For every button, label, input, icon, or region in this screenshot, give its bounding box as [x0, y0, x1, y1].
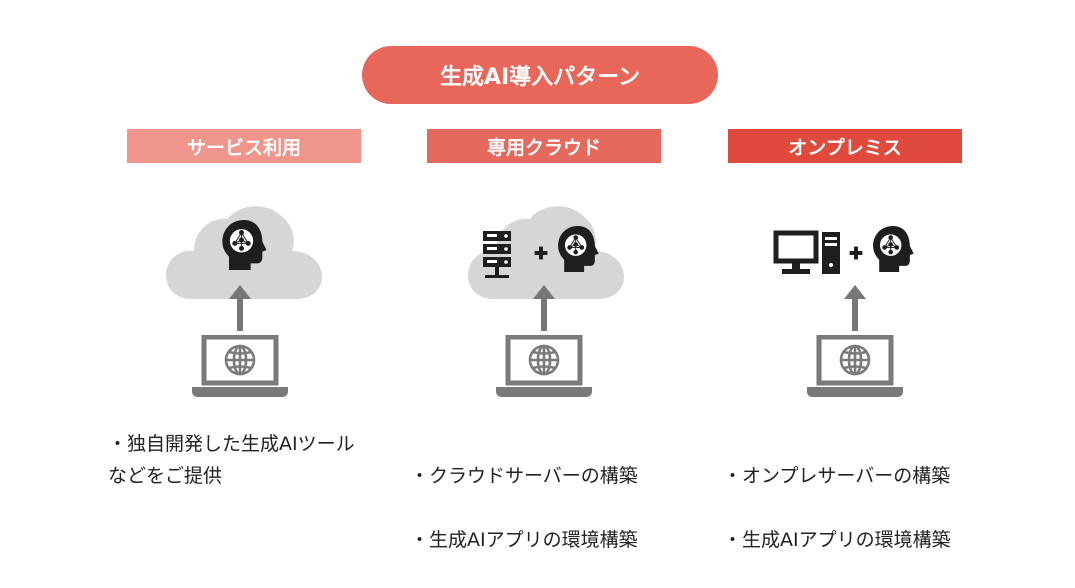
ai-head-icon — [872, 225, 915, 273]
label-dedicated-cloud: 専用クラウド — [427, 129, 661, 163]
bullet-ai-app-env: ・生成AIアプリの環境構築 — [410, 529, 638, 551]
column-service-art — [163, 195, 329, 405]
label-on-premise: オンプレミス — [728, 129, 962, 163]
laptop-globe-icon — [496, 337, 592, 397]
bullet-onprem-server: ・オンプレサーバーの構築 — [723, 465, 951, 487]
on-premise-illustration — [773, 225, 915, 405]
server-icon — [483, 231, 511, 278]
dedicated-cloud-illustration — [468, 206, 624, 405]
column-on-premise-art — [770, 195, 936, 405]
bullet-ai-app-env: ・生成AIアプリの環境構築 — [723, 529, 951, 551]
plus-icon — [849, 246, 863, 260]
laptop-globe-icon — [192, 337, 288, 397]
laptop-globe-icon — [807, 337, 903, 397]
description-service: ・独自開発した生成AIツール などをご提供 — [108, 433, 355, 487]
desktop-pc-icon — [773, 230, 840, 274]
description-dedicated-cloud: ・クラウドサーバーの構築 ・生成AIアプリの環境構築 — [410, 428, 690, 588]
description-on-premise: ・オンプレサーバーの構築 ・生成AIアプリの環境構築 — [723, 428, 1023, 588]
diagram-title: 生成AI導入パターン — [362, 46, 718, 104]
label-service: サービス利用 — [127, 129, 361, 163]
up-arrow-icon — [844, 285, 866, 331]
service-illustration — [166, 206, 322, 405]
bullet-cloud-server: ・クラウドサーバーの構築 — [410, 465, 638, 487]
column-dedicated-cloud-art — [465, 195, 631, 405]
